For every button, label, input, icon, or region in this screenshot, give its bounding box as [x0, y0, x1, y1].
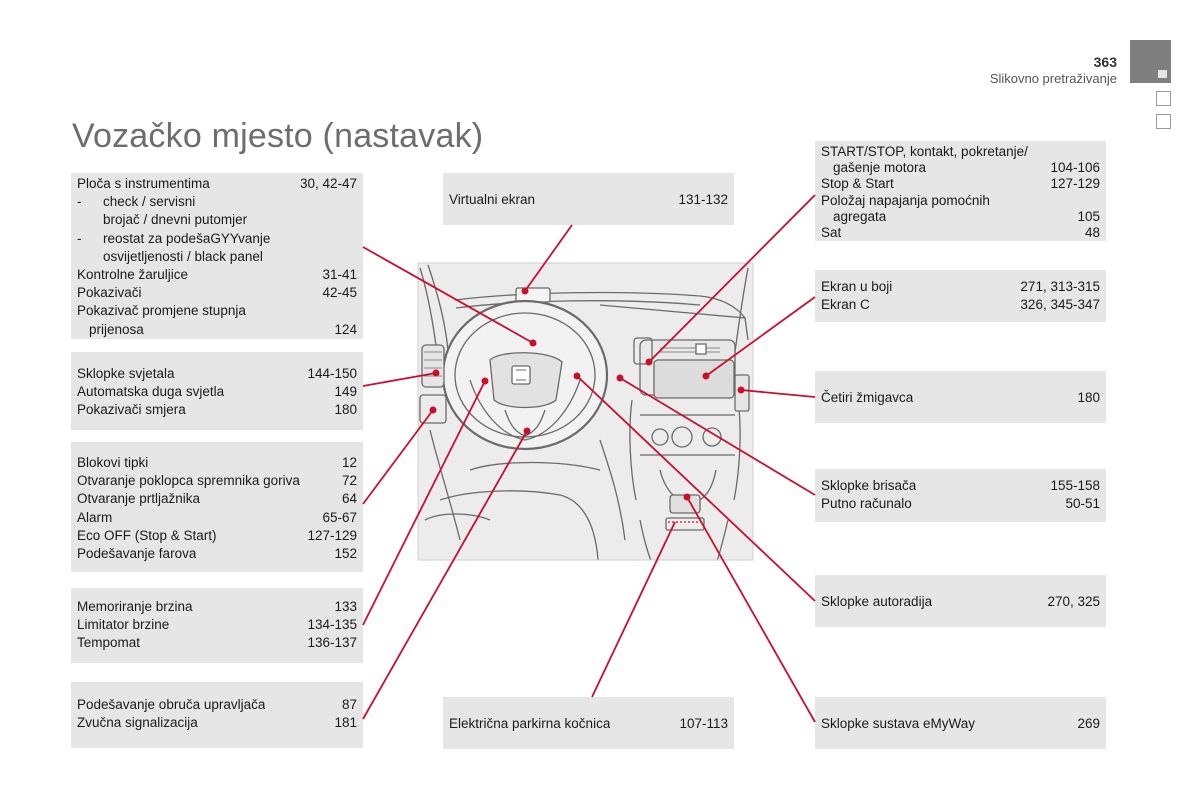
list-item: START/STOP, kontakt, pokretanje/	[821, 144, 1028, 159]
cockpit-drawing	[419, 264, 750, 560]
section-tab[interactable]	[1156, 91, 1171, 106]
list-item: -check / servisni	[77, 194, 196, 210]
list-item: Položaj napajanja pomoćnih	[821, 192, 990, 208]
list-item: osvijetljenosti / black panel	[103, 248, 263, 264]
list-item: Eco OFF (Stop & Start)127-129	[77, 527, 357, 543]
callout-lines	[362, 194, 816, 723]
start-stop-box: START/STOP, kontakt, pokretanje/ gašenje…	[815, 141, 1106, 241]
section-label: Slikovno pretraživanje	[989, 71, 1117, 86]
callout-dots	[429, 287, 745, 501]
list-item: Pokazivač promjene stupnja	[77, 303, 246, 319]
tab-marker	[1158, 70, 1167, 78]
page-number: 363	[1093, 54, 1117, 70]
section-tab[interactable]	[1156, 114, 1171, 129]
list-item: -reostat za podešaGYYvanje	[77, 230, 271, 246]
section-tab-active[interactable]	[1130, 40, 1171, 83]
page-title: Vozačko mjesto (nastavak)	[72, 117, 484, 155]
list-item: brojač / dnevni putomjer	[103, 212, 248, 228]
